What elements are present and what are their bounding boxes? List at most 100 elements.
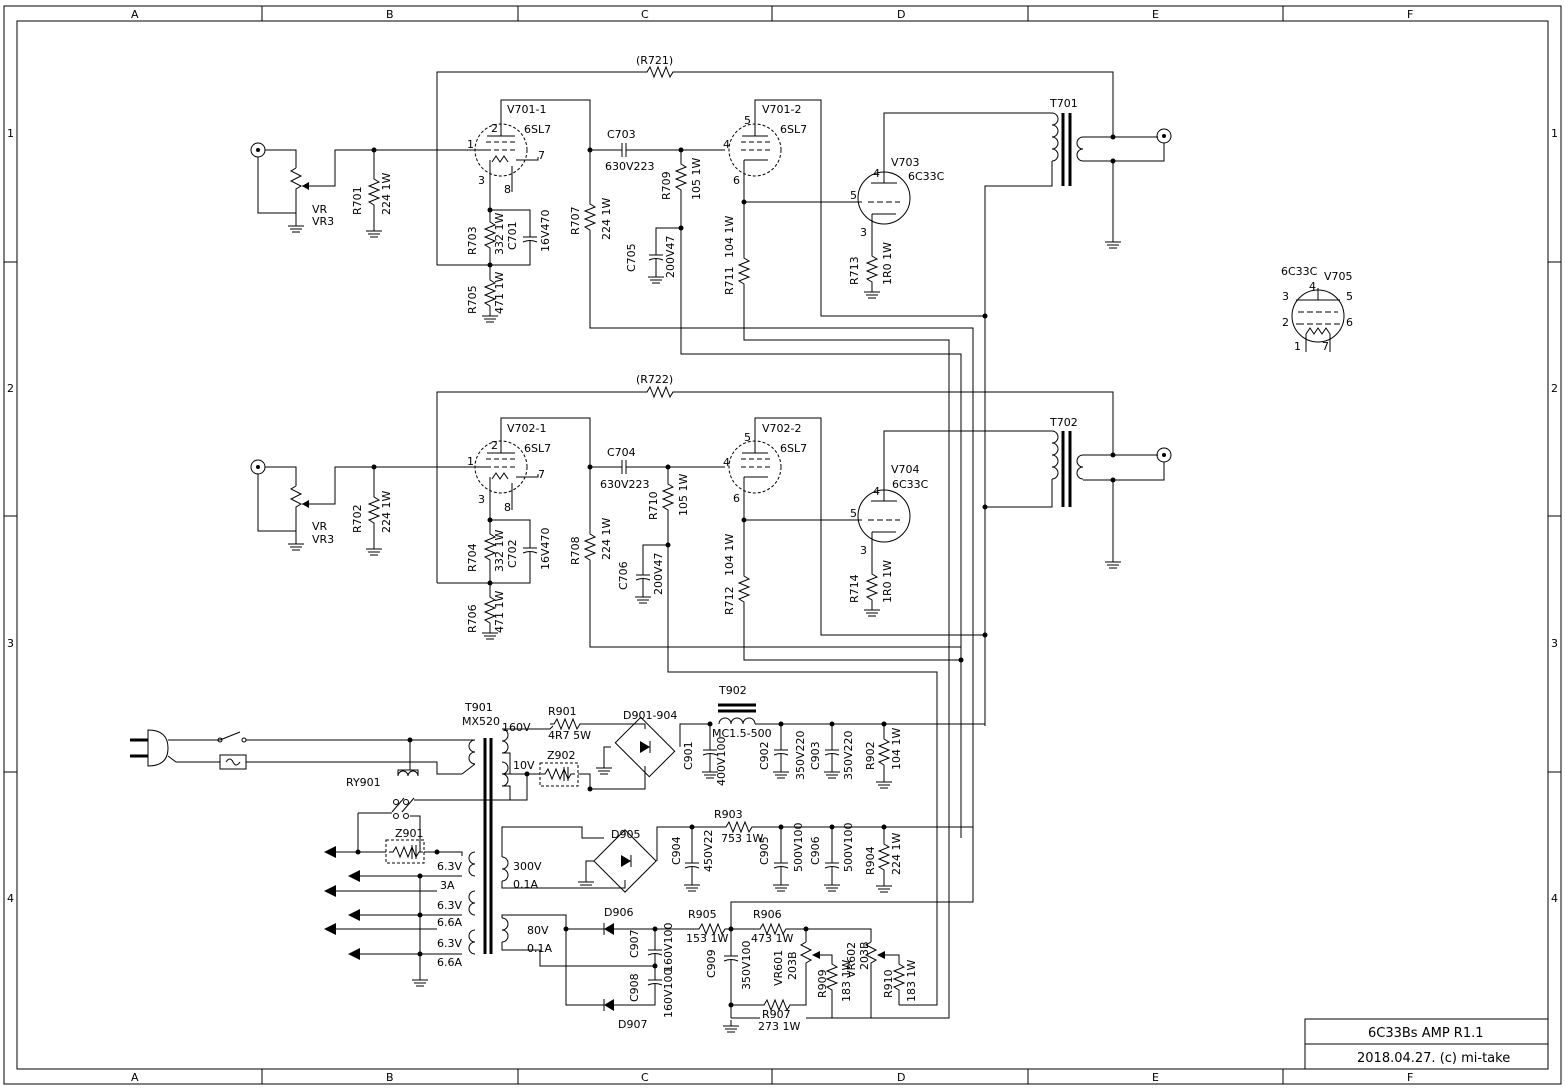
v702-2-pin6: 6 <box>733 492 740 505</box>
r710-ref: R710 <box>647 491 660 520</box>
drawing-date: 2018.04.27. (c) mi-take <box>1357 1051 1510 1066</box>
row-2: 2 <box>7 382 14 395</box>
c704-value: 630V223 <box>600 478 650 491</box>
r706-value: 471 1W <box>493 591 506 633</box>
c706-ref: C706 <box>617 561 630 590</box>
r713-value: 1R0 1W <box>881 242 894 285</box>
r703-value: 332 1W <box>493 213 506 255</box>
heater3-a: 6.6A <box>437 956 462 969</box>
r705-ref: R705 <box>466 285 479 314</box>
d901-ref: D901-904 <box>623 709 677 722</box>
v701-1-pin1: 1 <box>467 138 474 151</box>
v701-1-pin8: 8 <box>504 183 511 196</box>
c703-value: 630V223 <box>605 160 655 173</box>
v702-1-pin2: 2 <box>491 439 498 452</box>
v702-1-ref: V702-1 <box>507 422 547 435</box>
w300v: 300V <box>513 860 542 873</box>
power-supply: RY901 Z901 <box>130 684 985 1033</box>
v702-2-ref: V702-2 <box>762 422 802 435</box>
hv-winding: 160V <box>502 721 531 734</box>
r712-value: 104 1W <box>723 534 736 576</box>
r901-ref: R901 <box>548 705 577 718</box>
c703-ref: C703 <box>607 128 636 141</box>
r702-ref: R702 <box>351 504 364 533</box>
v701-2-pin4: 4 <box>723 138 730 151</box>
r714-ref: R714 <box>848 574 861 603</box>
v702-2-type: 6SL7 <box>780 442 807 455</box>
c909-ref: C909 <box>705 949 718 978</box>
w80v: 80V <box>527 924 549 937</box>
v704-type: 6C33C <box>892 478 929 491</box>
r708-ref: R708 <box>569 536 582 565</box>
c706-value: 200V47 <box>652 552 665 595</box>
v701-1-pin7: 7 <box>538 149 545 162</box>
r714-value: 1R0 1W <box>881 560 894 603</box>
c901-value: 400V100 <box>715 736 728 786</box>
v701-1-pin2: 2 <box>491 122 498 135</box>
row-3-right: 3 <box>1551 637 1558 650</box>
r709-ref: R709 <box>660 171 673 200</box>
r701-value: 224 1W <box>380 173 393 215</box>
v701-2-pin6: 6 <box>733 174 740 187</box>
v704-pin3: 3 <box>860 544 867 557</box>
row-2-right: 2 <box>1551 382 1558 395</box>
v701-1-pin3: 3 <box>478 174 485 187</box>
d905-ref: D905 <box>611 828 640 841</box>
v701-2-pin5: 5 <box>744 114 751 127</box>
w300a: 0.1A <box>513 878 538 891</box>
t901-ref: T901 <box>464 701 493 714</box>
c903-value: 350V220 <box>842 730 855 780</box>
row-1: 1 <box>7 127 14 140</box>
drawing-title: 6C33Bs AMP R1.1 <box>1368 1026 1484 1041</box>
r711-ref: R711 <box>723 266 736 295</box>
r902-ref: R902 <box>864 741 877 770</box>
r713-ref: R713 <box>848 256 861 285</box>
c903-ref: C903 <box>809 741 822 770</box>
r708-value: 224 1W <box>600 518 613 560</box>
v705-pin5: 5 <box>1346 290 1353 303</box>
r909-ref: R909 <box>816 969 829 998</box>
v704-ref: V704 <box>891 463 920 476</box>
r904-value: 224 1W <box>890 833 903 875</box>
vr-label-1: VR <box>312 203 328 216</box>
c907-ref: C907 <box>628 929 641 958</box>
col-a: A <box>131 8 139 21</box>
r701-ref: R701 <box>351 186 364 215</box>
r721-label: (R721) <box>636 54 673 67</box>
row-4: 4 <box>7 892 14 905</box>
channel-2: (R722) VR VR3 R702 224 1W 1 2 3 7 8 V702… <box>250 373 1172 1006</box>
r904-ref: R904 <box>864 846 877 875</box>
r906-ref: R906 <box>753 908 782 921</box>
c905-value: 500V100 <box>792 822 805 872</box>
heater3-v: 6.3V <box>437 937 462 950</box>
v703-pin3: 3 <box>860 226 867 239</box>
vr601-ref: VR601 <box>772 950 785 986</box>
v705-type: 6C33C <box>1281 265 1318 278</box>
vr602-value: 203B <box>858 941 871 970</box>
r707-value: 224 1W <box>600 198 613 240</box>
r910-ref: R910 <box>882 969 895 998</box>
title-block: 6C33Bs AMP R1.1 2018.04.27. (c) mi-take <box>1304 1018 1549 1070</box>
r910-value: 183 1W <box>905 960 918 1002</box>
v702-1-pin8: 8 <box>504 501 511 514</box>
r705-value: 471 1W <box>493 272 506 314</box>
c901-ref: C901 <box>682 741 695 770</box>
r706-ref: R706 <box>466 604 479 633</box>
w80a: 0.1A <box>527 942 552 955</box>
t901-model: MX520 <box>462 715 500 728</box>
r704-value: 332 1W <box>493 530 506 572</box>
drawing-frame <box>3 5 1562 1085</box>
w10v: 10V <box>513 759 535 772</box>
v705-pin2: 2 <box>1282 316 1289 329</box>
r704-ref: R704 <box>466 543 479 572</box>
r905-ref: R905 <box>688 908 717 921</box>
vr601-value: 203B <box>786 951 799 980</box>
d907-ref: D907 <box>618 1018 647 1031</box>
r703-ref: R703 <box>466 226 479 255</box>
c908-value: 160V100 <box>662 968 675 1018</box>
v703-pin4: 4 <box>873 167 880 180</box>
r722-label: (R722) <box>636 373 673 386</box>
ry901-ref: RY901 <box>346 776 381 789</box>
heater2-a: 6.6A <box>437 916 462 929</box>
